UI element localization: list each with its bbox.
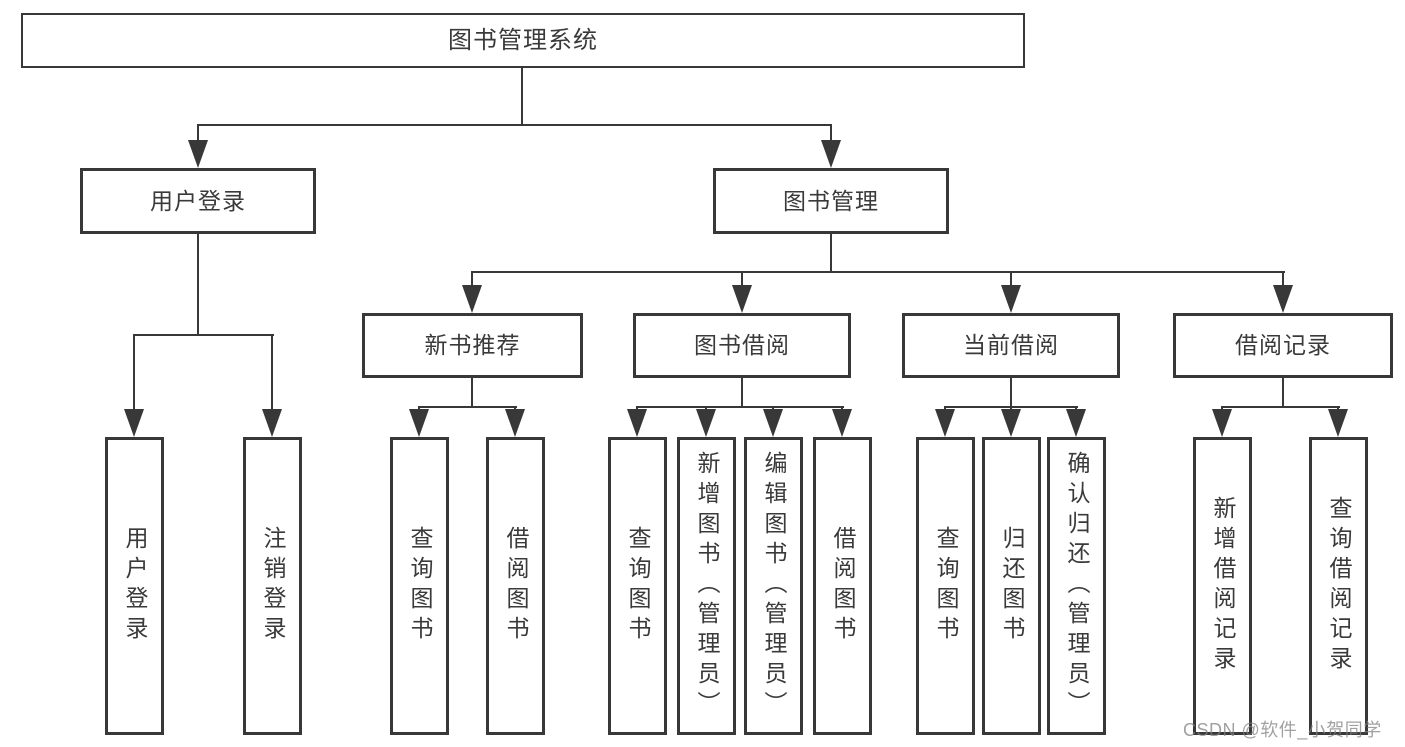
arrowhead-user-login (188, 140, 208, 168)
connector-arrow-shaft (133, 334, 135, 411)
leaf-query-books-3: 查询图书 (916, 437, 975, 735)
node-book-management: 图书管理 (713, 168, 949, 234)
arrowhead-query-books-3 (935, 409, 955, 437)
node-current-borrow: 当前借阅 (902, 313, 1120, 378)
connector-book-mgmt-trunk (830, 234, 832, 273)
connector-root-hline (197, 124, 832, 126)
arrowhead-edit-book (763, 409, 783, 437)
arrowhead-query-books-2 (627, 409, 647, 437)
arrowhead-query-books-1 (409, 409, 429, 437)
connector-book-borrow-trunk (741, 378, 743, 408)
arrowhead-add-book (696, 409, 716, 437)
connector-current-borrow-trunk (1010, 378, 1012, 408)
node-user-login: 用户登录 (80, 168, 316, 234)
leaf-add-borrow-record: 新增借阅记录 (1193, 437, 1252, 735)
arrowhead-confirm-return (1066, 409, 1086, 437)
leaf-confirm-return-admin: 确认归还（管理员） (1047, 437, 1106, 735)
leaf-edit-book-admin: 编辑图书（管理员） (744, 437, 803, 735)
arrowhead-book-borrow (732, 285, 752, 313)
arrowhead-leaf-user-login (124, 409, 144, 437)
connector-root-trunk (521, 68, 523, 126)
connector-book-borrow-hline (636, 406, 844, 408)
arrowhead-return-book (1001, 409, 1021, 437)
connector-borrow-records-hline (1221, 406, 1340, 408)
leaf-query-books-2: 查询图书 (608, 437, 667, 735)
connector-arrow-shaft (471, 271, 473, 287)
leaf-logout: 注销登录 (243, 437, 302, 735)
connector-user-login-trunk (197, 234, 199, 336)
csdn-watermark: CSDN @软件_小贺同学 (1183, 720, 1382, 740)
node-new-book-recommend: 新书推荐 (362, 313, 583, 378)
node-root: 图书管理系统 (21, 13, 1025, 68)
connector-user-login-hline (133, 334, 274, 336)
connector-arrow-shaft (1010, 271, 1012, 287)
arrowhead-borrow-records (1273, 285, 1293, 313)
leaf-add-book-admin: 新增图书（管理员） (677, 437, 736, 735)
node-borrow-records: 借阅记录 (1173, 313, 1393, 378)
leaf-borrow-books-2: 借阅图书 (813, 437, 872, 735)
arrowhead-new-books (462, 285, 482, 313)
arrowhead-borrow-books-2 (832, 409, 852, 437)
connector-borrow-records-trunk (1282, 378, 1284, 408)
leaf-query-borrow-record: 查询借阅记录 (1309, 437, 1368, 735)
connector-new-books-trunk (471, 378, 473, 408)
leaf-user-login: 用户登录 (105, 437, 164, 735)
connector-arrow-shaft (1282, 271, 1284, 287)
arrowhead-query-borrow-record (1328, 409, 1348, 437)
leaf-query-books-1: 查询图书 (390, 437, 449, 735)
leaf-borrow-books-1: 借阅图书 (486, 437, 545, 735)
arrowhead-book-management (821, 140, 841, 168)
connector-arrow-shaft (830, 124, 832, 142)
arrowhead-leaf-logout (262, 409, 282, 437)
connector-arrow-shaft (197, 124, 199, 142)
connector-arrow-shaft (741, 271, 743, 287)
leaf-return-book: 归还图书 (982, 437, 1041, 735)
node-book-borrow: 图书借阅 (633, 313, 851, 378)
connector-book-mgmt-hline (471, 271, 1285, 273)
connector-arrow-shaft (271, 334, 273, 411)
arrowhead-current-borrow (1001, 285, 1021, 313)
arrowhead-borrow-books-1 (505, 409, 525, 437)
connector-new-books-hline (418, 406, 517, 408)
arrowhead-add-borrow-record (1212, 409, 1232, 437)
